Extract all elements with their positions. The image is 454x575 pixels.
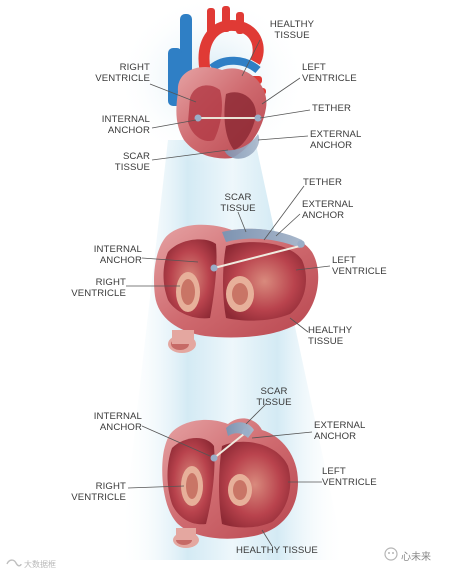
bottom-label-right-ventricle: RIGHT VENTRICLE [71,481,126,503]
watermark-right: 心未来 [401,552,431,563]
watermark-logo-icon [384,547,398,561]
leader-lines [126,39,331,547]
watermark-logo-icon [6,559,22,567]
middle-label-healthy-tissue: HEALTHY TISSUE [308,325,353,347]
top-label-right-ventricle: RIGHT VENTRICLE [95,62,150,84]
top-label-scar-tissue: SCAR TISSUE [114,151,150,173]
bottom-cross-section [162,418,298,548]
top-label-tether: TETHER [312,103,351,114]
middle-label-left-ventricle: LEFT VENTRICLE [332,255,387,277]
middle-label-internal-anchor: INTERNAL ANCHOR [93,244,142,266]
bottom-label-scar-tissue: SCAR TISSUE [256,386,292,408]
middle-label-right-ventricle: RIGHT VENTRICLE [71,277,126,299]
middle-label-scar-tissue: SCAR TISSUE [220,192,256,214]
bottom-label-healthy-tissue: HEALTHY TISSUE [236,545,318,556]
bottom-label-internal-anchor: INTERNAL ANCHOR [93,411,142,433]
top-label-external-anchor: EXTERNAL ANCHOR [310,129,362,151]
middle-cross-section [154,224,319,353]
middle-label-tether: TETHER [303,177,342,188]
whole-heart [168,6,267,159]
middle-label-external-anchor: EXTERNAL ANCHOR [302,199,354,221]
watermark-left: 大数据框 [24,560,56,569]
bottom-label-left-ventricle: LEFT VENTRICLE [322,466,377,488]
bottom-label-external-anchor: EXTERNAL ANCHOR [314,420,366,442]
top-label-healthy-tissue: HEALTHY TISSUE [269,19,315,41]
top-label-internal-anchor: INTERNAL ANCHOR [101,114,150,136]
top-label-left-ventricle: LEFT VENTRICLE [302,62,357,84]
